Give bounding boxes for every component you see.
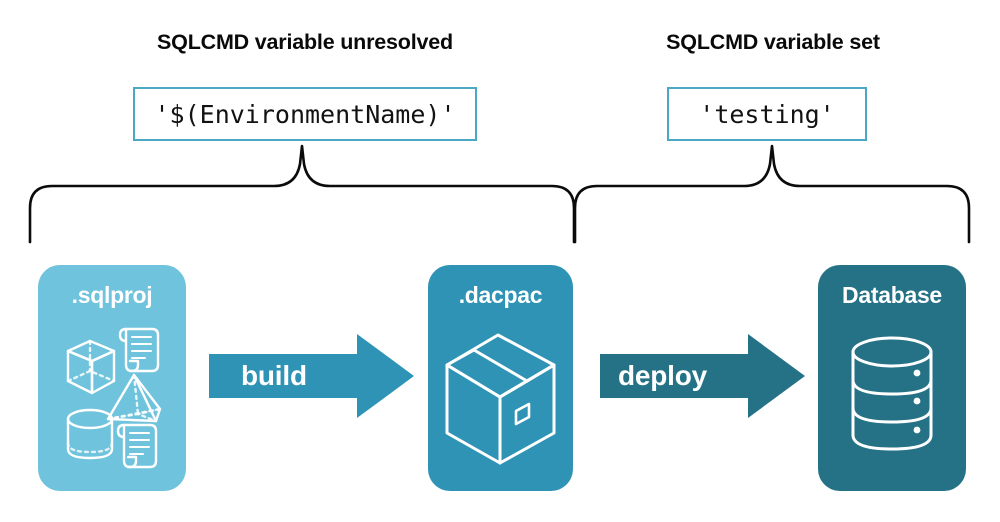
artifact-label-database: Database: [842, 282, 942, 308]
cylinder-icon: [66, 408, 114, 460]
database-art: [818, 313, 966, 485]
arrow-deploy-label: deploy: [618, 360, 708, 391]
database-cylinder-icon: [851, 336, 933, 451]
arrow-build: build: [209, 334, 414, 418]
arrow-deploy: deploy: [600, 334, 805, 418]
artifact-box-sqlproj[interactable]: .sqlproj: [38, 265, 186, 491]
code-box-environment-name: '$(EnvironmentName)': [133, 87, 477, 141]
artifact-box-dacpac[interactable]: .dacpac: [428, 265, 573, 491]
artifact-box-database[interactable]: Database: [818, 265, 966, 491]
heading-sqlcmd-variable-set: SQLCMD variable set: [666, 30, 880, 54]
artifact-label-sqlproj: .sqlproj: [71, 282, 153, 308]
arrow-build-label: build: [241, 360, 307, 391]
dacpac-package-art: [428, 313, 573, 485]
pyramid-icon: [106, 373, 162, 423]
code-box-testing: 'testing': [667, 87, 867, 141]
brace-left: [28, 144, 576, 244]
scroll-icon: [116, 423, 158, 469]
scroll-icon: [118, 327, 160, 373]
heading-sqlcmd-variable-unresolved: SQLCMD variable unresolved: [157, 30, 453, 54]
cube-icon: [66, 339, 116, 395]
brace-right: [573, 144, 971, 244]
sqlproj-icon-cluster: [38, 313, 186, 485]
package-box-icon: [445, 333, 556, 465]
artifact-label-dacpac: .dacpac: [458, 282, 543, 308]
